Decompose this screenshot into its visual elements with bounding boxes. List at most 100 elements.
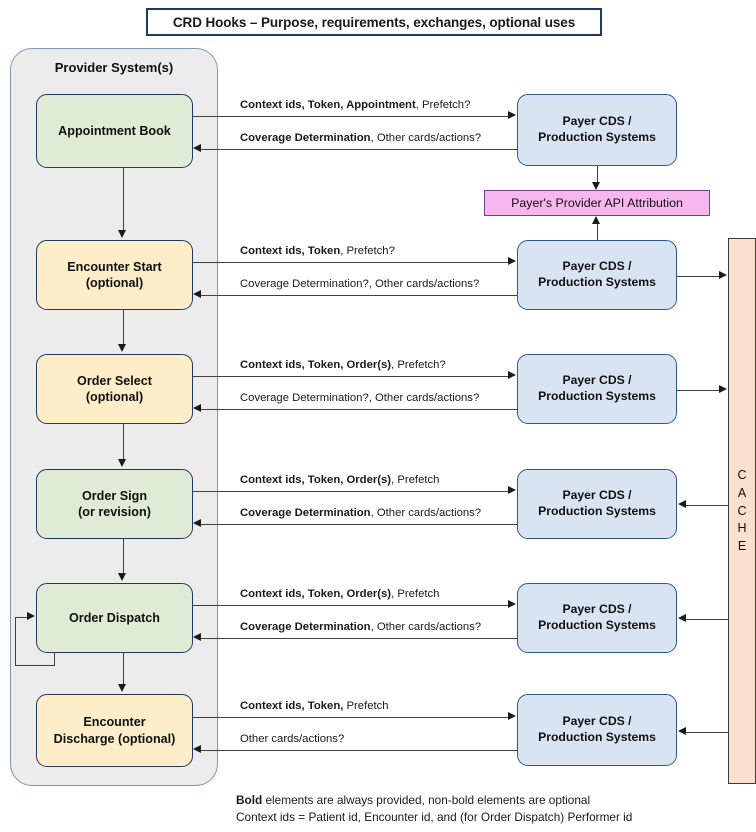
footnote-line-1: Bold elements are always provided, non-b…	[236, 792, 632, 809]
request-label-5: Context ids, Token, Order(s), Prefetch	[240, 588, 439, 600]
request-normal-5: , Prefetch	[391, 588, 440, 600]
flow-arrow-3	[118, 459, 127, 467]
hook-label-line2: Discharge (optional)	[53, 731, 176, 746]
payer-box-1[interactable]: Payer CDS / Production Systems	[517, 94, 677, 166]
request-label-4: Context ids, Token, Order(s), Prefetch	[240, 474, 439, 486]
hook-label-line2: (optional)	[85, 390, 144, 404]
response-normal-3: Coverage Determination?, Other cards/act…	[240, 392, 480, 404]
flow-line-5	[123, 653, 124, 684]
attribution-arrow-bottom	[592, 216, 601, 224]
response-normal-5: , Other cards/actions?	[370, 621, 482, 633]
payer-box-6[interactable]: Payer CDS / Production Systems	[517, 694, 677, 766]
flow-arrow-2	[118, 344, 127, 352]
cache-letter: H	[737, 521, 747, 536]
response-label-1: Coverage Determination, Other cards/acti…	[240, 132, 481, 144]
cache-letter: C	[737, 503, 747, 518]
attribution-arrow-top	[592, 182, 601, 190]
payer-box-3[interactable]: Payer CDS / Production Systems	[517, 354, 677, 424]
self-loop-seg-left	[15, 665, 55, 666]
response-line-2	[201, 295, 517, 296]
cache-in-arrow-3	[719, 385, 727, 394]
request-arrow-3	[508, 371, 516, 380]
payer-box-5[interactable]: Payer CDS / Production Systems	[517, 583, 677, 653]
cache-out-line-5	[686, 619, 728, 620]
payer-label-line1: Payer CDS /	[562, 488, 632, 503]
cache-letter: A	[737, 485, 747, 500]
self-loop-seg-in	[15, 617, 28, 618]
request-normal-3: , Prefetch?	[391, 359, 446, 371]
payer-label-line1: Payer CDS /	[562, 602, 632, 617]
request-label-3: Context ids, Token, Order(s), Prefetch?	[240, 359, 446, 371]
request-bold-4: Context ids, Token, Order(s)	[240, 474, 392, 486]
payer-label-line2: Production Systems	[538, 504, 656, 518]
cache-letter: E	[737, 539, 747, 554]
flow-arrow-4	[118, 573, 127, 581]
response-arrow-5	[193, 633, 201, 642]
hook-box-order-dispatch[interactable]: Order Dispatch	[36, 583, 193, 653]
hook-box-appointment-book[interactable]: Appointment Book	[36, 94, 193, 168]
footnote-line-1-rest: elements are always provided, non-bold e…	[262, 793, 591, 807]
response-line-1	[201, 149, 517, 150]
cache-in-line-3	[677, 390, 720, 391]
request-bold-5: Context ids, Token, Order(s)	[240, 588, 392, 600]
hook-box-order-select[interactable]: Order Select (optional)	[36, 354, 193, 424]
request-line-3	[193, 376, 509, 377]
response-line-3	[201, 409, 517, 410]
request-normal-4: , Prefetch	[391, 474, 440, 486]
attribution-box[interactable]: Payer's Provider API Attribution	[484, 190, 710, 216]
footnote-line-2: Context ids = Patient id, Encounter id, …	[236, 810, 633, 825]
attribution-line-bottom	[597, 224, 598, 240]
provider-system-label: Provider System(s)	[54, 60, 174, 75]
response-normal-1: , Other cards/actions?	[370, 132, 482, 144]
request-line-6	[193, 717, 509, 718]
hook-label-line2: (optional)	[85, 276, 144, 290]
response-bold-4: Coverage Determination	[240, 507, 371, 519]
payer-label-line2: Production Systems	[538, 130, 656, 144]
flow-line-1	[123, 168, 124, 230]
request-line-2	[193, 262, 509, 263]
request-label-2: Context ids, Token, Prefetch?	[240, 245, 395, 257]
request-line-5	[193, 605, 509, 606]
response-label-5: Coverage Determination, Other cards/acti…	[240, 621, 481, 633]
response-normal-2: Coverage Determination?, Other cards/act…	[240, 278, 480, 290]
payer-label-line1: Payer CDS /	[562, 114, 632, 129]
hook-label-line1: Appointment Book	[58, 123, 171, 138]
response-arrow-2	[193, 290, 201, 299]
response-line-5	[201, 638, 517, 639]
payer-box-4[interactable]: Payer CDS / Production Systems	[517, 469, 677, 539]
footnotes: Bold elements are always provided, non-b…	[236, 792, 632, 826]
request-arrow-1	[508, 111, 516, 120]
request-arrow-2	[508, 257, 516, 266]
payer-label-line2: Production Systems	[538, 730, 656, 744]
diagram-title-text: CRD Hooks – Purpose, requirements, excha…	[172, 14, 576, 30]
hook-label-line1: Order Dispatch	[69, 610, 160, 625]
self-loop-arrow	[27, 612, 35, 621]
flow-arrow-1	[118, 230, 127, 238]
attribution-label: Payer's Provider API Attribution	[511, 196, 683, 210]
response-label-4: Coverage Determination, Other cards/acti…	[240, 507, 481, 519]
cache-out-line-4	[686, 505, 728, 506]
hook-box-encounter-start[interactable]: Encounter Start (optional)	[36, 240, 193, 310]
request-arrow-5	[508, 600, 516, 609]
hook-label-line2: (or revision)	[78, 505, 151, 519]
payer-label-line1: Payer CDS /	[562, 259, 632, 274]
hook-box-order-sign[interactable]: Order Sign (or revision)	[36, 469, 193, 539]
response-line-4	[201, 524, 517, 525]
cache-out-line-6	[686, 732, 728, 733]
hook-box-encounter-discharge[interactable]: Encounter Discharge (optional)	[36, 694, 193, 767]
payer-label-line2: Production Systems	[538, 389, 656, 403]
hook-label-line1: Encounter Start	[67, 259, 162, 274]
diagram-title: CRD Hooks – Purpose, requirements, excha…	[146, 8, 602, 36]
payer-label-line2: Production Systems	[538, 275, 656, 289]
payer-box-2[interactable]: Payer CDS / Production Systems	[517, 240, 677, 310]
response-arrow-3	[193, 404, 201, 413]
flow-line-3	[123, 424, 124, 459]
request-bold-1: Context ids, Token, Appointment	[240, 99, 416, 111]
response-normal-6: Other cards/actions?	[240, 733, 345, 745]
hook-label-line1: Encounter	[83, 715, 146, 730]
cache-out-arrow-4	[678, 500, 686, 509]
payer-label-line1: Payer CDS /	[562, 373, 632, 388]
response-line-6	[201, 750, 517, 751]
request-line-1	[193, 116, 509, 117]
cache-out-arrow-6	[678, 727, 686, 736]
